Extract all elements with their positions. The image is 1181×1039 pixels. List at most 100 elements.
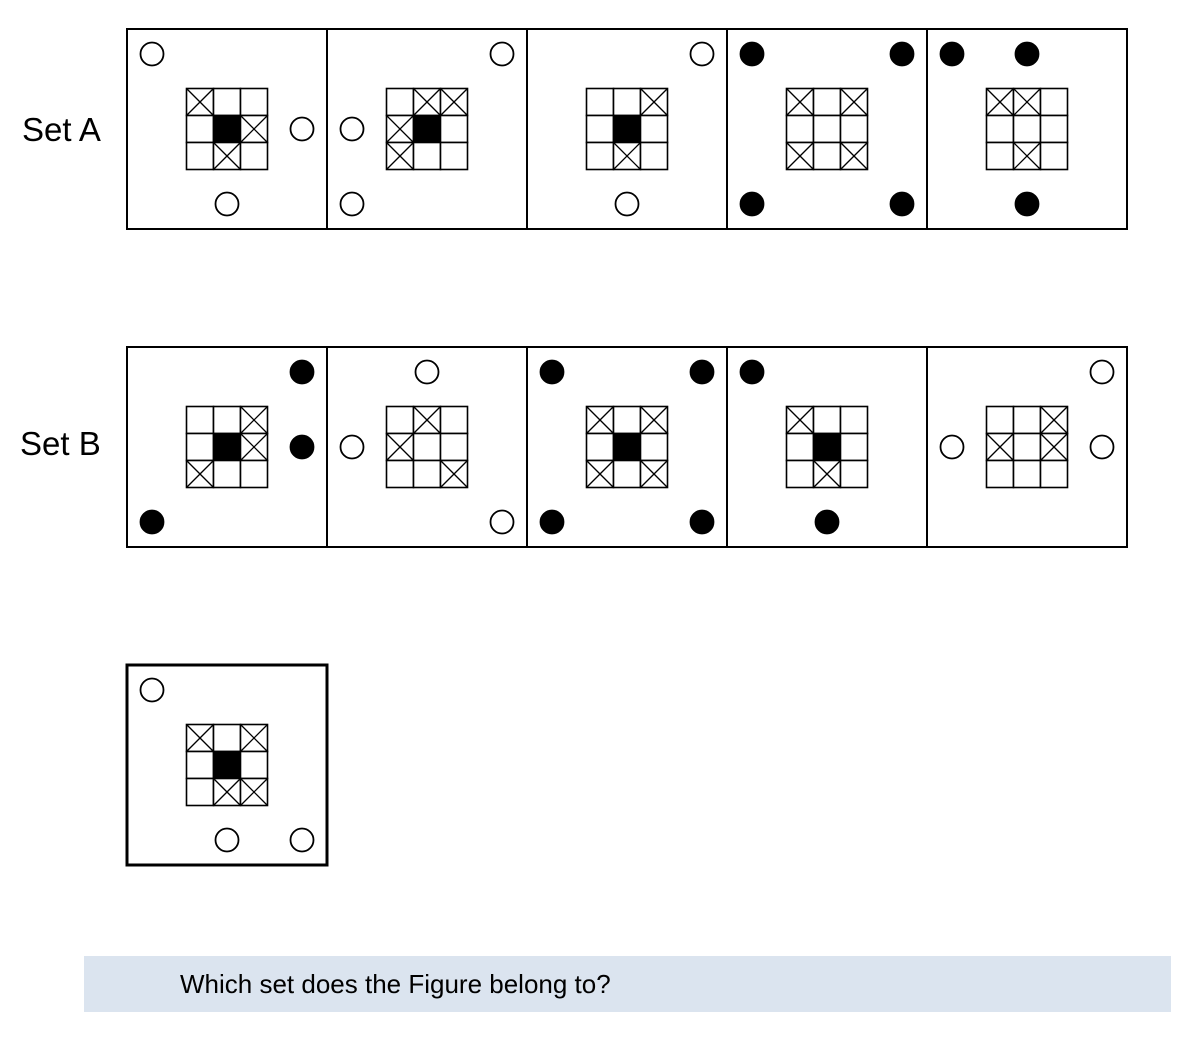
- set-a-panel-4-cross-line: [786, 88, 814, 116]
- set-a-panel-2-cross-line: [386, 142, 414, 170]
- set-b-panel-3-black-circle-br: [689, 509, 715, 535]
- set-b-panel-5-cell-0-1-empty: [1012, 405, 1042, 435]
- set-b-panel-5-white-circle-mr: [1089, 434, 1115, 460]
- set-b-panel-4-cell-0-2-empty: [839, 405, 869, 435]
- set-b-panel-1-cell-2-2-empty: [239, 459, 269, 489]
- set-b-panel-5-white-circle-tr: [1089, 359, 1115, 385]
- set-b-panel-4-cell-2-2-empty: [839, 459, 869, 489]
- set-a-panel-5-cell-1-1-empty: [1012, 114, 1042, 144]
- set-a-panel-5-black-circle-bc: [1014, 191, 1040, 217]
- set-a-panel-4-black-circle-bl: [739, 191, 765, 217]
- set-b-panel-5-white-circle-ml: [939, 434, 965, 460]
- set-a-panel-3-cell-0-0-empty: [585, 87, 615, 117]
- set-b-panel-3-cross-line: [586, 460, 614, 488]
- set-b-panel-1-cell-1-1-black: [212, 432, 242, 462]
- set-b-panel-2-white-circle-ml: [339, 434, 365, 460]
- figure-panel-white-circle-tl: [139, 677, 165, 703]
- set-a-panel-2-cell-1-1-black: [412, 114, 442, 144]
- set-a-panel-2-cross-line: [413, 88, 441, 116]
- set-b-panel-4-cross-line: [813, 460, 841, 488]
- set-a-panel-2-white-circle-tr: [489, 41, 515, 67]
- set-b-panel-4-cell-0-1-empty: [812, 405, 842, 435]
- set-b-panel-2-cross-line: [413, 406, 441, 434]
- puzzle-figures: [125, 28, 1128, 867]
- set-a-panel-4-black-circle-tl: [739, 41, 765, 67]
- question-text: Which set does the Figure belong to?: [180, 969, 611, 999]
- set-a-panel-1-cell-0-2-empty: [239, 87, 269, 117]
- set-b-panel-3-cell-2-1-empty: [612, 459, 642, 489]
- set-a-panel-3-white-circle-tr: [689, 41, 715, 67]
- set-a-panel-1-cell-1-0-empty: [185, 114, 215, 144]
- set-b-panel-5-cross-line: [1040, 406, 1068, 434]
- set-a-panel-1-white-circle-bc: [214, 191, 240, 217]
- set-a-panel-3-cell-0-1-empty: [612, 87, 642, 117]
- set-a-panel-1-white-circle-tl: [139, 41, 165, 67]
- set-a-panel-3-cell-1-1-black: [612, 114, 642, 144]
- set-b-panel-4-cell-1-2-empty: [839, 432, 869, 462]
- set-a-panel-4-cross-line: [840, 88, 868, 116]
- set-a-panel-2-cell-0-0-empty: [385, 87, 415, 117]
- set-b-panel-1-cell-0-0-empty: [185, 405, 215, 435]
- set-a-panel-4-black-circle-tr: [889, 41, 915, 67]
- set-b-panel-5-cell-2-0-empty: [985, 459, 1015, 489]
- set-b-panel-2-cell-1-2-empty: [439, 432, 469, 462]
- set-b-label: Set B: [20, 425, 101, 462]
- set-a-panel-4-cell-1-0-empty: [785, 114, 815, 144]
- set-a-panel-4-cross-line: [840, 142, 868, 170]
- set-a-panel-5-black-circle-tl: [939, 41, 965, 67]
- set-b-panel-3-cell-1-0-empty: [585, 432, 615, 462]
- set-b-panel-2-white-circle-tc: [414, 359, 440, 385]
- set-a-panel-3-cell-1-2-empty: [639, 114, 669, 144]
- set-a-panel-5-black-circle-tc: [1014, 41, 1040, 67]
- set-a-panel-5-cross-line: [1013, 88, 1041, 116]
- set-b-panel-1-cell-2-1-empty: [212, 459, 242, 489]
- figure-panel-cell-1-2-empty: [239, 750, 269, 780]
- set-a-panel-3-cross-line: [640, 88, 668, 116]
- set-b-panel-3-cross-line: [586, 406, 614, 434]
- set-b-panel-1-cell-1-0-empty: [185, 432, 215, 462]
- set-a-panel-1-cell-1-1-black: [212, 114, 242, 144]
- figure-panel-cross-line: [240, 724, 268, 752]
- figure-panel-cell-0-1-empty: [212, 723, 242, 753]
- set-a-panel-5-cross-line: [986, 88, 1014, 116]
- set-b-panel-4-cross-line: [786, 406, 814, 434]
- set-b-panel-5-cell-1-1-empty: [1012, 432, 1042, 462]
- figure-panel-cell-1-1-black: [212, 750, 242, 780]
- set-b-panel-1-cross-line: [240, 433, 268, 461]
- set-a-panel-5-cross-line: [1013, 142, 1041, 170]
- figure-panel-cell-2-0-empty: [185, 777, 215, 807]
- figure-panel-white-circle-bc: [214, 827, 240, 853]
- set-b-panel-2-cross-line: [386, 433, 414, 461]
- set-a-label: Set A: [22, 111, 101, 148]
- set-a-panel-4-cell-2-1-empty: [812, 141, 842, 171]
- set-b-panel-5-cross-line: [1040, 433, 1068, 461]
- set-a-panel-5-cell-2-2-empty: [1039, 141, 1069, 171]
- set-a-panel-5-cell-1-0-empty: [985, 114, 1015, 144]
- set-a-panel-3-cell-2-2-empty: [639, 141, 669, 171]
- set-b-panel-1-cell-0-1-empty: [212, 405, 242, 435]
- set-b-panel-5-cell-2-2-empty: [1039, 459, 1069, 489]
- set-b-panel-3-cross-line: [640, 406, 668, 434]
- set-b-panel-2-cell-0-0-empty: [385, 405, 415, 435]
- set-a-panel-2-cross-line: [386, 115, 414, 143]
- set-b-panel-4-cell-1-0-empty: [785, 432, 815, 462]
- set-a-panel-1-cross-line: [240, 115, 268, 143]
- set-a-panel-1-cell-2-0-empty: [185, 141, 215, 171]
- set-b-panel-4-black-circle-tl: [739, 359, 765, 385]
- set-b-panel-3-cell-1-2-empty: [639, 432, 669, 462]
- set-b-panel-3-cell-0-1-empty: [612, 405, 642, 435]
- set-b-panel-4-cell-1-1-black: [812, 432, 842, 462]
- set-b-panel-1-black-circle-tr: [289, 359, 315, 385]
- set-a-panel-4-cell-1-1-empty: [812, 114, 842, 144]
- figure-panel-cell-1-0-empty: [185, 750, 215, 780]
- set-a-panel-2-cell-1-2-empty: [439, 114, 469, 144]
- set-b-panel-5-cell-0-0-empty: [985, 405, 1015, 435]
- set-a-panel-2-cross-line: [440, 88, 468, 116]
- set-b-panel-1-cross-line: [240, 406, 268, 434]
- set-a-panel-2-white-circle-ml: [339, 116, 365, 142]
- set-b-panel-1-black-circle-bl: [139, 509, 165, 535]
- figure-panel-cross-line: [240, 778, 268, 806]
- set-b-panel-2-cell-2-0-empty: [385, 459, 415, 489]
- set-a-panel-1-cross-line: [186, 88, 214, 116]
- figure-panel-cross-line: [213, 778, 241, 806]
